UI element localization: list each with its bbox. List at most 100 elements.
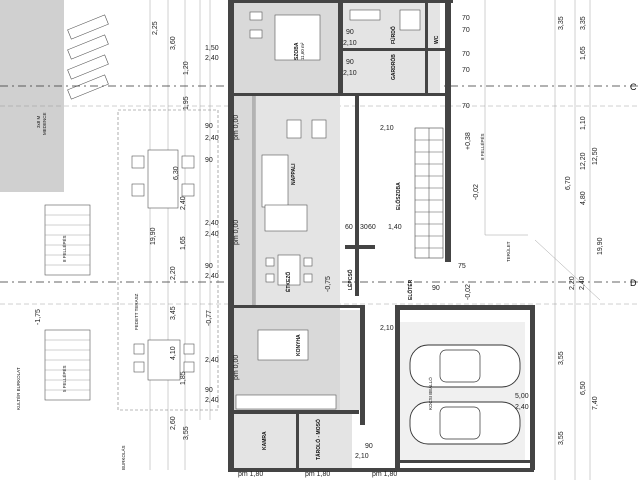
- level-minus-002: -0,02: [473, 184, 480, 200]
- sofa: [261, 154, 289, 208]
- walls: [228, 0, 535, 472]
- svg-text:2,60: 2,60: [170, 416, 177, 430]
- steps-right-label: 8 FELLÉPÉS: [479, 133, 485, 160]
- svg-text:90: 90: [346, 29, 354, 36]
- level-plus-038: +0,38: [465, 132, 472, 150]
- bottom-pm-1: pm 1,80: [238, 471, 263, 478]
- sun-loungers: [67, 14, 109, 100]
- svg-text:30: 30: [360, 224, 368, 231]
- svg-text:3,60: 3,60: [170, 36, 177, 50]
- note-bottom-left2: BURKOLÁS: [120, 445, 126, 470]
- svg-text:2,40: 2,40: [205, 397, 219, 404]
- bottom-pm-2: pm 1,80: [305, 471, 330, 478]
- svg-text:2,40: 2,40: [205, 220, 219, 227]
- svg-text:3,55: 3,55: [183, 426, 190, 440]
- bottom-pm-3: pm 1,80: [372, 471, 397, 478]
- dims-inner: 1,50 2,40 90 2,40 90 2,40 2,40 90 2,40 2…: [205, 45, 219, 404]
- note-bottom-left: KULTÉR BURKOLAT: [15, 367, 21, 410]
- pool-size: 3x8 M: [36, 115, 41, 128]
- covered-terrace: [117, 109, 219, 411]
- svg-text:2,40: 2,40: [515, 404, 529, 411]
- right-note: TERÜLET: [505, 241, 511, 262]
- room-szoba: SZOBA: [294, 42, 300, 60]
- svg-text:2,40: 2,40: [205, 231, 219, 238]
- svg-text:2,40: 2,40: [205, 273, 219, 280]
- svg-text:90: 90: [432, 285, 440, 292]
- svg-text:12,50: 12,50: [592, 147, 599, 165]
- grid-label-c: C: [630, 82, 637, 92]
- svg-text:2,25: 2,25: [152, 21, 159, 35]
- svg-text:19,90: 19,90: [150, 227, 157, 245]
- svg-text:1,20: 1,20: [183, 61, 190, 75]
- room-furdo: FÜRDŐ: [390, 26, 397, 44]
- svg-text:90: 90: [205, 123, 213, 130]
- room-tarolo: TÁROLÓ - MOSÓ: [314, 419, 322, 460]
- svg-text:90: 90: [205, 263, 213, 270]
- room-wc: WC: [434, 35, 440, 44]
- svg-text:60: 60: [345, 224, 353, 231]
- room-konyha: KONYHA: [296, 334, 302, 356]
- svg-text:3,35: 3,35: [558, 16, 565, 30]
- terrace-dining: [131, 149, 195, 381]
- svg-text:1,10: 1,10: [580, 116, 587, 130]
- room-etkezo: ÉTKEZŐ: [284, 272, 292, 292]
- svg-text:2,10: 2,10: [380, 125, 394, 132]
- svg-text:1,50: 1,50: [205, 45, 219, 52]
- svg-text:60: 60: [368, 224, 376, 231]
- svg-text:70: 70: [462, 103, 470, 110]
- level-pm-2: pm 0,00: [233, 220, 240, 245]
- steps-top-label: 8 FELLÉPÉS: [61, 235, 67, 262]
- svg-text:6,30: 6,30: [173, 166, 180, 180]
- room-szoba-area: 11,60 m²: [300, 42, 305, 60]
- svg-text:70: 70: [462, 15, 470, 22]
- room-lepcso: LÉPCSŐ: [346, 269, 354, 290]
- svg-text:2,20: 2,20: [170, 266, 177, 280]
- left-dimension-lines: [149, 0, 211, 470]
- svg-text:2,10: 2,10: [343, 70, 357, 77]
- svg-text:2,40: 2,40: [180, 196, 187, 210]
- svg-text:1,40: 1,40: [388, 224, 402, 231]
- svg-text:1,65: 1,65: [580, 46, 587, 60]
- svg-text:2,20: 2,20: [569, 276, 576, 290]
- svg-text:6,70: 6,70: [565, 176, 572, 190]
- staircase: [414, 127, 444, 259]
- svg-text:2,10: 2,10: [355, 453, 369, 460]
- svg-text:90: 90: [346, 59, 354, 66]
- room-eloter: ELŐTÉR: [406, 279, 414, 300]
- svg-text:2,40: 2,40: [579, 276, 586, 290]
- pool-label: MEDENCE: [42, 112, 47, 135]
- svg-text:90: 90: [205, 387, 213, 394]
- svg-text:3,55: 3,55: [558, 351, 565, 365]
- level-minus-077: -0,77: [206, 310, 213, 326]
- svg-text:2,10: 2,10: [343, 40, 357, 47]
- svg-text:2,40: 2,40: [205, 357, 219, 364]
- room-nappali: NAPPALI: [291, 163, 297, 185]
- level-minus-002-b: -0,02: [465, 284, 472, 300]
- level-minus-075: -0,75: [325, 276, 332, 292]
- svg-text:1,95: 1,95: [183, 96, 190, 110]
- room-kocsi-beallo: KOCSI BEÁLLÓ: [427, 377, 433, 410]
- svg-text:2,10: 2,10: [380, 325, 394, 332]
- svg-text:70: 70: [462, 67, 470, 74]
- svg-text:75: 75: [458, 263, 466, 270]
- level-minus-175: -1,75: [35, 309, 42, 325]
- covered-terrace-label: FEDETT TERASZ: [134, 293, 139, 330]
- room-eloszto: ELŐSZOBA: [395, 182, 402, 210]
- svg-text:3,45: 3,45: [170, 306, 177, 320]
- svg-text:19,90: 19,90: [597, 237, 604, 255]
- svg-text:3,35: 3,35: [580, 16, 587, 30]
- svg-text:1,65: 1,65: [180, 236, 187, 250]
- pool: [0, 0, 64, 192]
- room-kamra: KAMRA: [262, 431, 268, 450]
- dims-right: 70 70 70 70 70 3,35 3,35 1,65 1,10 12,50…: [432, 15, 604, 445]
- svg-text:12,20: 12,20: [580, 152, 587, 170]
- svg-text:70: 70: [462, 27, 470, 34]
- grid-label-d: D: [630, 278, 637, 288]
- svg-text:90: 90: [365, 443, 373, 450]
- bed: [274, 14, 321, 61]
- svg-text:70: 70: [462, 51, 470, 58]
- level-pm-1: pm 0,00: [233, 115, 240, 140]
- svg-text:1,85: 1,85: [180, 371, 187, 385]
- svg-text:4,10: 4,10: [170, 346, 177, 360]
